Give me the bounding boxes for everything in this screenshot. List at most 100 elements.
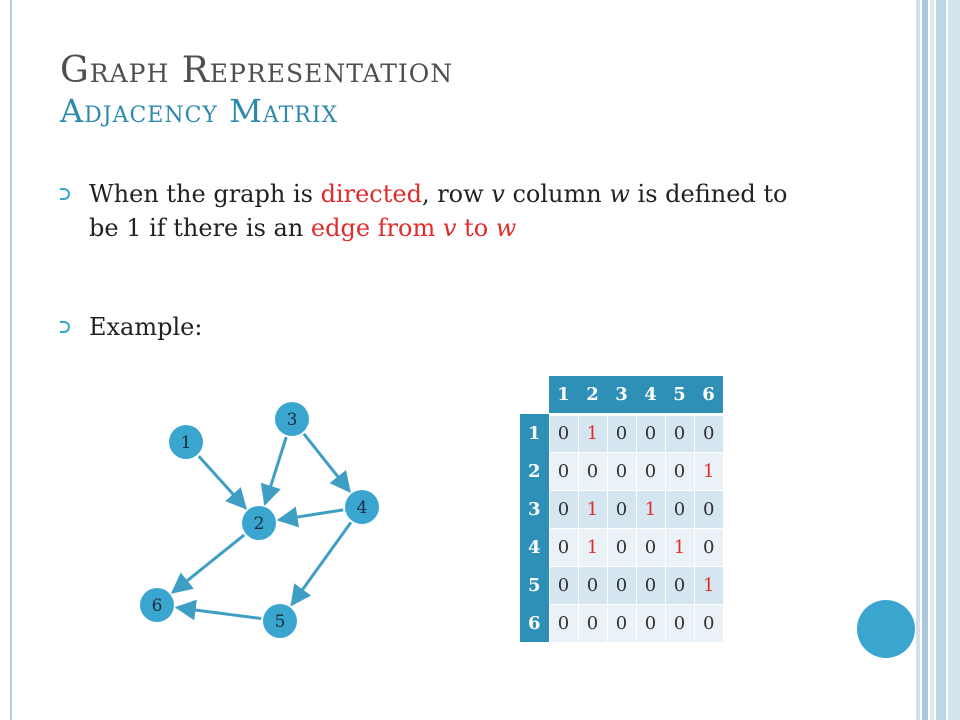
matrix-cell: 0	[664, 451, 694, 490]
matrix-cell: 0	[635, 451, 665, 490]
bullet-text-segment: When the graph is	[89, 180, 321, 208]
edge-3-to-2	[260, 436, 288, 506]
bullet-text-segment: Example:	[89, 313, 203, 341]
matrix-cell: 0	[635, 527, 665, 566]
matrix-cell: 0	[606, 451, 636, 490]
bullet-text-segment: w	[609, 180, 630, 208]
matrix-cell: 1	[577, 527, 607, 566]
matrix-cell: 0	[548, 565, 578, 604]
matrix-col-header: 4	[636, 376, 665, 416]
matrix-row-header: 4	[520, 528, 549, 566]
slide-left-border	[10, 0, 12, 720]
edge-4-to-2	[276, 506, 344, 528]
matrix-col-header: 2	[578, 376, 607, 416]
matrix-col-header: 1	[549, 376, 578, 416]
edge-1-to-2	[197, 455, 248, 510]
bullet-text-segment: edge from	[310, 214, 443, 242]
matrix-col-header: 3	[607, 376, 636, 416]
graph-node-4	[345, 490, 379, 524]
matrix-row-header: 3	[520, 490, 549, 528]
graph-node-label: 1	[181, 433, 192, 453]
bullet-directed-definition: When the graph is directed, row v column…	[60, 177, 787, 247]
bullet-icon	[60, 321, 70, 333]
matrix-cell: 0	[664, 603, 694, 642]
graph-node-6	[140, 588, 174, 622]
bullet-text-segment: to	[456, 214, 496, 242]
matrix-cell: 0	[577, 603, 607, 642]
graph-node-label: 6	[152, 596, 163, 616]
bullet-text-segment: v	[442, 214, 457, 242]
bullet-text-segment: v	[491, 180, 505, 208]
graph-node-label: 2	[254, 514, 265, 534]
title-main: Graph Representation	[60, 50, 454, 91]
matrix-cell: 0	[606, 527, 636, 566]
graph-node-label: 5	[275, 612, 286, 632]
slide-title: Graph Representation Adjacency Matrix	[60, 50, 453, 130]
matrix-col-header: 5	[665, 376, 694, 416]
graph-node-label: 3	[287, 410, 298, 430]
matrix-cell: 0	[693, 603, 723, 642]
matrix-row-header: 1	[520, 414, 549, 452]
edge-4-to-5	[290, 521, 353, 607]
matrix-cell: 0	[693, 489, 723, 528]
matrix-cell: 0	[548, 451, 578, 490]
bullet-example: Example:	[60, 310, 780, 344]
edge-2-to-6	[170, 533, 246, 594]
matrix-cell: 0	[635, 565, 665, 604]
bullet-text-segment: column	[504, 180, 610, 208]
matrix-row-header: 2	[520, 452, 549, 490]
graph-node-1	[169, 425, 203, 459]
matrix-cell: 0	[548, 489, 578, 528]
matrix-cell: 0	[548, 527, 578, 566]
decorative-circle	[857, 600, 915, 658]
edge-3-to-4	[302, 432, 351, 493]
bullet-text: When the graph is directed, row v column…	[89, 177, 789, 245]
matrix-cell: 1	[577, 489, 607, 528]
matrix-cell: 0	[606, 413, 636, 452]
matrix-cell: 0	[548, 413, 578, 452]
matrix-cell: 0	[548, 603, 578, 642]
graph-node-2	[242, 506, 276, 540]
matrix-corner	[520, 376, 549, 414]
matrix-cell: 1	[635, 489, 665, 528]
bullet-text-segment: is defined to be 1 if there is an	[89, 180, 788, 242]
edge-5-to-6	[174, 599, 262, 621]
bullet-text-segment: , row	[421, 180, 492, 208]
matrix-cell: 1	[664, 527, 694, 566]
matrix-cell: 0	[606, 489, 636, 528]
side-stripes-decoration	[916, 0, 960, 720]
matrix-cell: 0	[577, 451, 607, 490]
matrix-cell: 0	[693, 527, 723, 566]
matrix-cell: 1	[577, 413, 607, 452]
matrix-row-header: 5	[520, 566, 549, 604]
directed-graph-diagram: 1 2 3 4 5 6	[140, 402, 379, 638]
matrix-col-header: 6	[694, 376, 723, 416]
graph-node-label: 4	[357, 498, 368, 518]
title-subtitle: Adjacency Matrix	[60, 92, 339, 130]
bullet-icon	[60, 188, 70, 200]
matrix-row-header: 6	[520, 604, 549, 642]
matrix-cell: 0	[635, 413, 665, 452]
bullet-text: Example:	[89, 310, 789, 344]
bullet-text-segment: w	[495, 214, 517, 242]
matrix-cell: 1	[693, 565, 723, 604]
matrix-cell: 1	[693, 451, 723, 490]
graph-node-5	[263, 604, 297, 638]
matrix-cell: 0	[664, 565, 694, 604]
graph-node-3	[275, 402, 309, 436]
bullet-text-segment: directed	[320, 180, 422, 208]
matrix-cell: 0	[606, 603, 636, 642]
matrix-cell: 0	[664, 489, 694, 528]
matrix-cell: 0	[664, 413, 694, 452]
matrix-cell: 0	[606, 565, 636, 604]
matrix-cell: 0	[635, 603, 665, 642]
matrix-cell: 0	[577, 565, 607, 604]
